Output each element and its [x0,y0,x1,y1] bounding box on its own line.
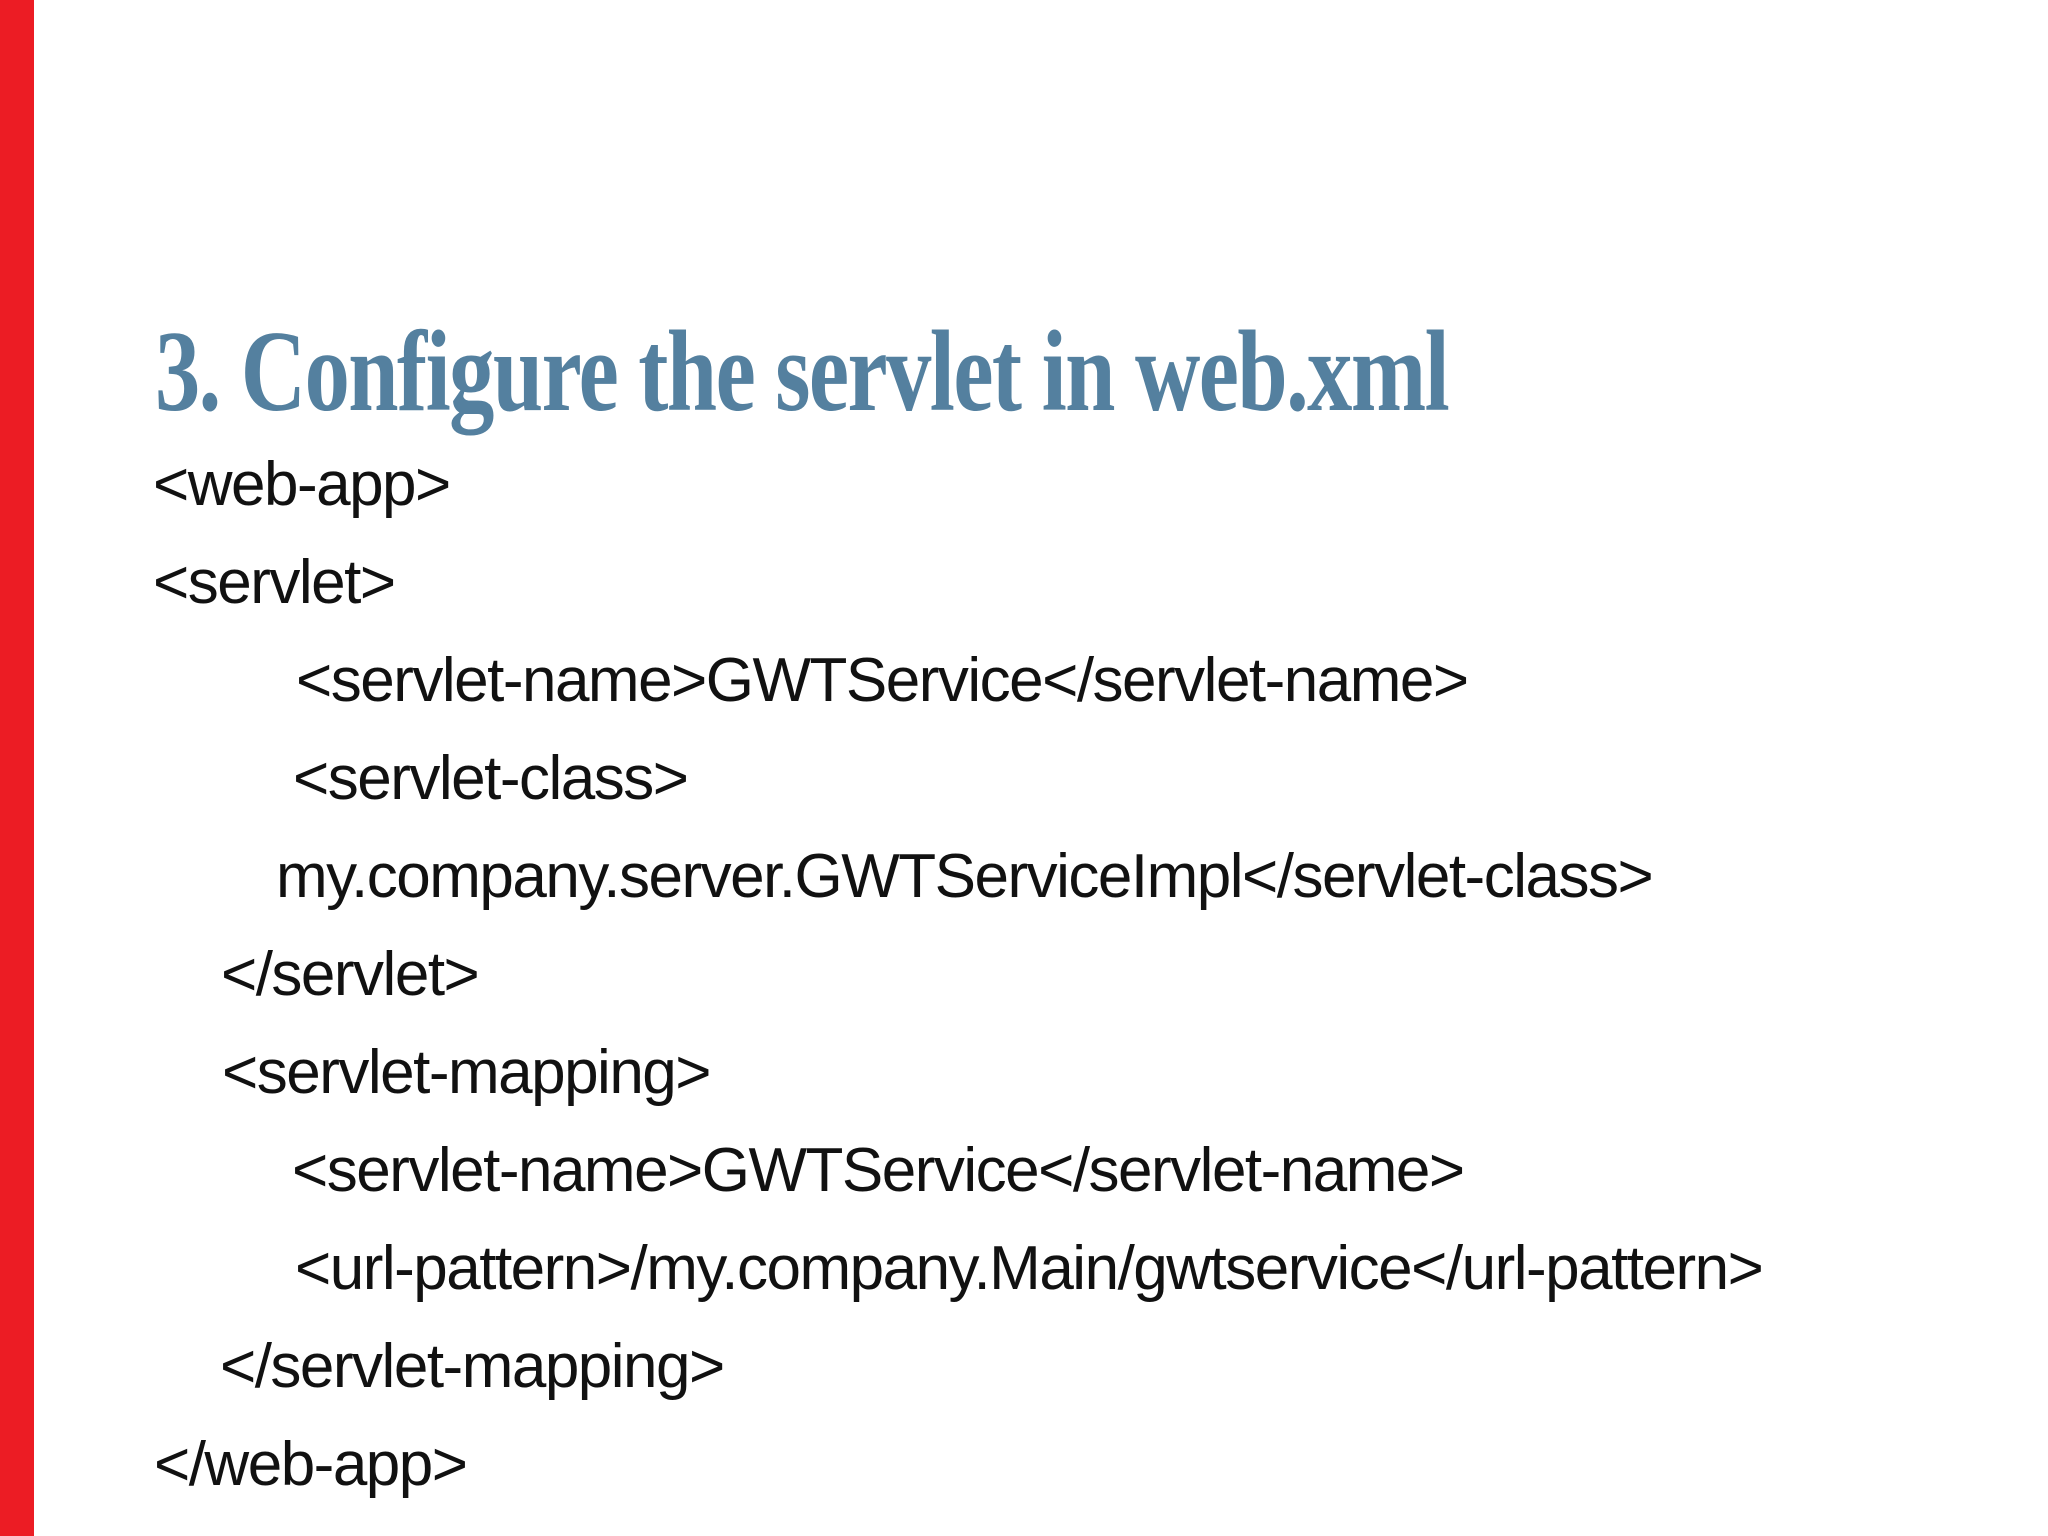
code-line: my.company.server.GWTServiceImpl</servle… [276,842,1654,911]
code-line: <web-app> [153,450,451,519]
code-line: <servlet-name>GWTService</servlet-name> [292,1136,1465,1205]
code-line: </servlet> [221,940,480,1009]
slide-title: 3. Configure the servlet in web.xml [155,307,1450,436]
code-line: </servlet-mapping> [220,1332,725,1401]
code-line: </web-app> [154,1430,468,1499]
red-accent-bar [0,0,34,1536]
code-line: <servlet> [153,548,396,617]
code-line: <url-pattern>/my.company.Main/gwtservice… [295,1234,1764,1303]
code-line: <servlet-mapping> [222,1038,712,1107]
code-line: <servlet-name>GWTService</servlet-name> [296,646,1469,715]
code-line: <servlet-class> [293,744,689,813]
